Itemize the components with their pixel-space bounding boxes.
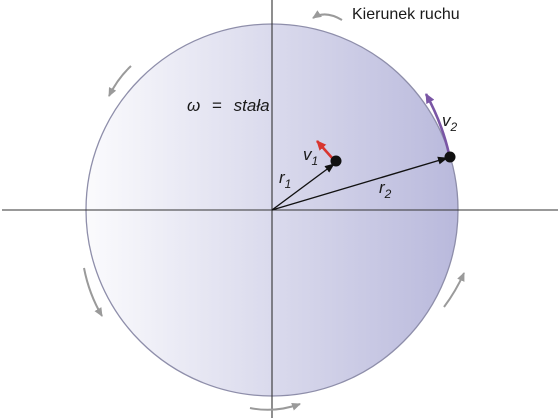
rotation-arrow-top (312, 10, 343, 21)
point-2 (444, 151, 456, 163)
omega-symbol: ω (187, 96, 200, 115)
v2-symbol: v (442, 111, 452, 130)
omega-label: ω = stała (187, 96, 270, 115)
v2-vector (424, 93, 451, 155)
r2-label: r2 (379, 178, 392, 201)
omega-value: stała (234, 96, 270, 115)
r1-subscript: 1 (285, 177, 292, 191)
r1-vector (271, 163, 335, 211)
r2-vector (271, 156, 448, 211)
rotation-arrow-lower-left (83, 267, 103, 317)
direction-label: Kierunek ruchu (352, 6, 460, 23)
v2-subscript: 2 (450, 120, 458, 134)
r2-symbol: r (379, 178, 386, 197)
v1-subscript: 1 (312, 154, 319, 168)
omega-equals: = (212, 96, 222, 115)
v1-label: v1 (303, 145, 318, 168)
v2-label: v2 (442, 111, 458, 134)
point-1 (330, 155, 342, 167)
rotation-arrow-lower-right (443, 272, 465, 308)
r1-label: r1 (279, 168, 291, 191)
v1-vector (316, 140, 334, 160)
rotation-arrow-bottom (249, 402, 301, 411)
v1-symbol: v (303, 145, 313, 164)
r2-subscript: 2 (384, 187, 392, 201)
r1-symbol: r (279, 168, 286, 187)
rotation-arrow-upper-left (108, 65, 132, 97)
